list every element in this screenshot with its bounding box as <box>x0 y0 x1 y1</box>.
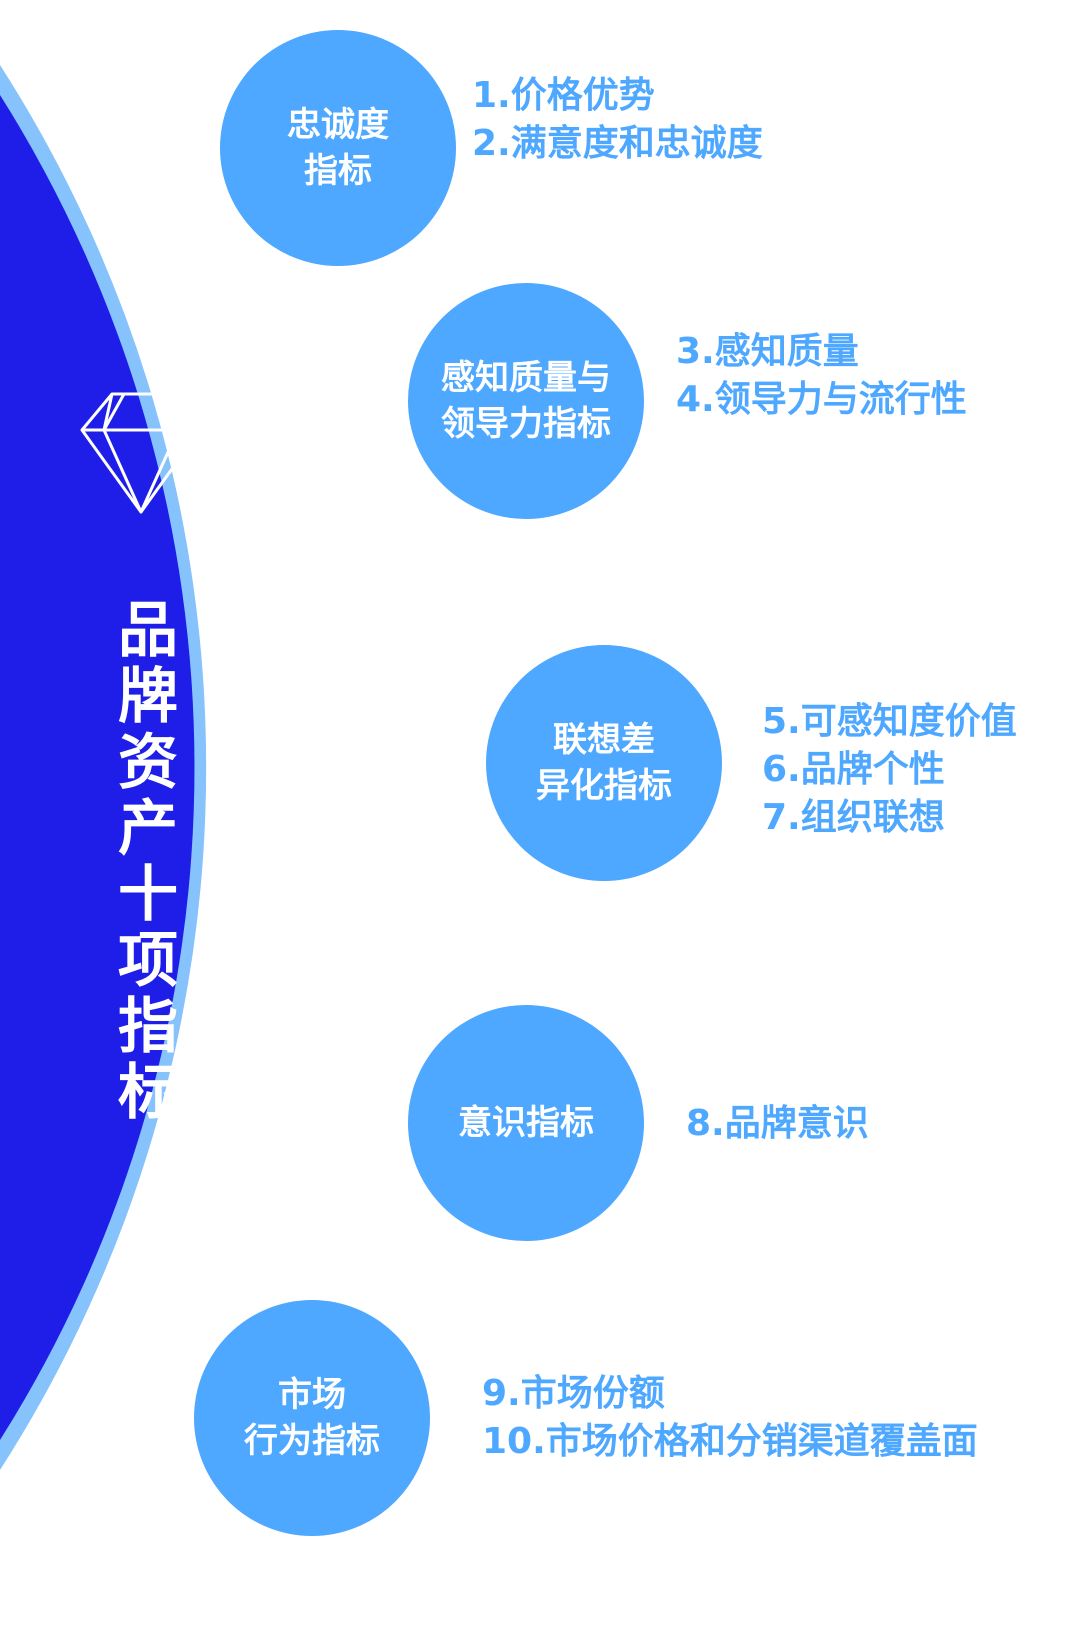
item-text: 5.可感知度价值 <box>762 701 1017 742</box>
item-text: 2.满意度和忠诚度 <box>472 123 763 164</box>
items-quality-leadership: 3.感知质量 4.领导力与流行性 <box>676 328 967 424</box>
main-title: 品牌资产十项指标 <box>118 596 178 1128</box>
node-awareness: 意识指标 <box>408 1005 644 1241</box>
item-text: 8.品牌意识 <box>686 1103 869 1144</box>
node-label: 感知质量与 领导力指标 <box>441 358 611 444</box>
node-market-behavior: 市场 行为指标 <box>194 1300 430 1536</box>
node-quality-leadership: 感知质量与 领导力指标 <box>408 283 644 519</box>
item-text: 1.价格优势 <box>472 75 655 116</box>
node-label: 忠诚度 指标 <box>287 105 389 191</box>
node-label: 联想差 异化指标 <box>536 720 672 806</box>
node-loyalty: 忠诚度 指标 <box>220 30 456 266</box>
node-association: 联想差 异化指标 <box>486 645 722 881</box>
item-text: 7.组织联想 <box>762 797 945 838</box>
items-loyalty: 1.价格优势 2.满意度和忠诚度 <box>472 72 763 168</box>
item-text: 3.感知质量 <box>676 331 859 372</box>
item-text: 4.领导力与流行性 <box>676 379 967 420</box>
node-label: 意识指标 <box>458 1103 594 1143</box>
items-market-behavior: 9.市场份额 10.市场价格和分销渠道覆盖面 <box>482 1370 978 1466</box>
item-text: 6.品牌个性 <box>762 749 945 790</box>
node-label: 市场 行为指标 <box>244 1375 380 1461</box>
item-text: 9.市场份额 <box>482 1373 665 1414</box>
diamond-icon <box>80 392 202 514</box>
item-text: 10.市场价格和分销渠道覆盖面 <box>482 1421 978 1462</box>
items-association: 5.可感知度价值 6.品牌个性 7.组织联想 <box>762 698 1017 842</box>
items-awareness: 8.品牌意识 <box>686 1100 869 1148</box>
